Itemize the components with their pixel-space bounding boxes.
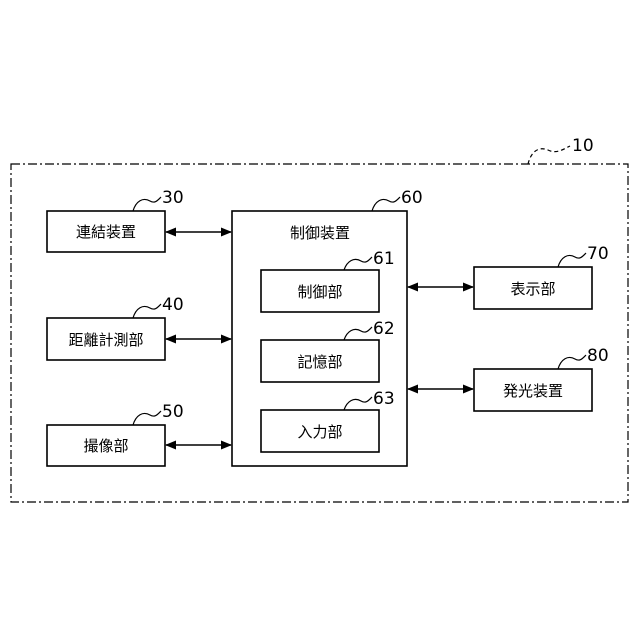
block-label: 距離計測部 [68,331,143,349]
block-display-unit: 表示部 70 [474,244,609,309]
block-ref: 30 [162,188,184,208]
block-ref: 50 [162,402,184,422]
outer-ref-leader [528,146,570,164]
outer-ref: 10 [572,136,594,156]
ref-leader [558,253,586,267]
block-label: 連結装置 [76,223,136,241]
ref-leader [133,304,161,318]
block-ref: 40 [162,295,184,315]
ref-leader [558,355,586,369]
block-ref: 62 [373,319,395,339]
block-ref: 63 [373,389,395,409]
block-label: 制御装置 [290,224,350,242]
block-label: 記憶部 [297,353,342,371]
block-label: 撮像部 [83,437,128,455]
block-distance-measuring-unit: 距離計測部 40 [47,295,184,360]
block-control-device: 制御装置 60 制御部 61 記憶部 62 入力部 63 [232,188,423,466]
block-light-emitting-device: 発光装置 80 [474,346,609,411]
block-label: 入力部 [297,423,342,441]
block-ref: 80 [587,346,609,366]
block-imaging-unit: 撮像部 50 [47,402,184,466]
ref-leader [133,197,161,211]
block-coupling-device: 連結装置 30 [47,188,184,252]
block-label: 表示部 [510,280,555,298]
block-ref: 61 [373,249,395,269]
block-label: 発光装置 [503,382,563,400]
block-label: 制御部 [297,283,342,301]
block-ref: 60 [401,188,423,208]
block-ref: 70 [587,244,609,264]
ref-leader [372,197,400,211]
ref-leader [133,411,161,425]
